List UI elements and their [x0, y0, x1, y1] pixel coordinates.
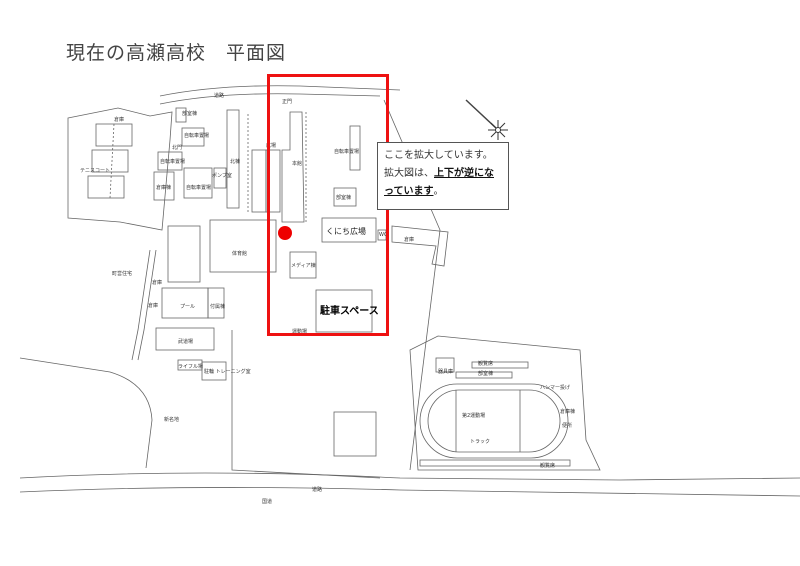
label-old-hall: 倉庫棟	[156, 185, 172, 191]
label-gym: 体育館	[232, 251, 248, 257]
label-equipment-storage: 器具庫	[438, 369, 454, 375]
callout-line-3: っています。	[384, 183, 502, 201]
label-tennis-court: テニスコート	[80, 168, 111, 174]
label-storage-bottom: 観覧席	[540, 463, 556, 469]
page-title: 現在の高瀬高校 平面図	[66, 42, 287, 64]
label-bike-shed-2: 自転車置場	[160, 159, 186, 165]
label-new-area: 新名地	[164, 417, 180, 423]
label-rifle-range: ライフル場	[178, 364, 204, 370]
callout-emphasis-2: っています	[384, 186, 434, 197]
label-parking-space: 駐車スペース	[320, 306, 379, 317]
label-hiroba: 広場	[266, 143, 277, 149]
label-gate-north: 北門	[172, 145, 183, 151]
label-wc: WC	[379, 232, 388, 238]
label-hammer-throw: ハンマー投げ	[540, 385, 571, 391]
label-shed-east: 倉庫	[404, 237, 415, 243]
label-track: トラック	[470, 439, 491, 445]
label-pool: プール	[180, 304, 196, 310]
label-bike-shed-3: 自転車置場	[186, 185, 212, 191]
label-pump-room: ポンプ室	[212, 173, 232, 179]
label-road-top: 道路	[214, 93, 225, 99]
label-storage-top: 倉庫	[114, 117, 125, 123]
label-pool-annex: 付属棟	[210, 304, 226, 310]
location-marker	[278, 226, 292, 240]
label-storage-shed: 倉庫棟	[560, 409, 576, 415]
label-playground: 運動場	[292, 329, 308, 335]
label-town-housing: 町営住宅	[112, 271, 133, 277]
label-media-building: メディア棟	[291, 263, 316, 269]
label-martial-arts-hall: 武道場	[178, 339, 194, 345]
label-club-room-building: 部室棟	[182, 111, 198, 117]
callout-line-1: ここを拡大しています。	[384, 150, 493, 161]
callout-box: ここを拡大しています。 拡大図は、上下が逆にな っています。	[377, 142, 509, 210]
label-road-bottom: 道路	[312, 487, 323, 493]
label-club-building-east: 部室棟	[336, 195, 352, 201]
label-north-building: 北棟	[230, 159, 241, 165]
callout-line-3-suffix: 。	[433, 186, 444, 197]
callout-line-2: 拡大図は、上下が逆にな	[384, 165, 502, 183]
label-gate-main: 正門	[282, 99, 293, 105]
label-club-shed: 部室棟	[478, 371, 494, 377]
label-toilet-east: 便所	[562, 423, 573, 429]
zoom-area-highlight	[267, 74, 389, 336]
label-training-room: 駐輪 トレーニング室	[204, 369, 251, 375]
label-national-road: 国道	[262, 499, 273, 505]
label-bike-shed-1: 自転車置場	[184, 133, 210, 139]
label-storage-left-1: 倉庫	[152, 280, 163, 286]
label-bike-shed-4: 自転車置場	[334, 149, 360, 155]
label-bleachers: 観覧席	[478, 361, 494, 367]
label-kunichi-plaza: くにち広場	[326, 227, 366, 236]
label-storage-left-2: 倉庫	[148, 303, 159, 309]
callout-emphasis-1: 上下が逆にな	[434, 168, 494, 179]
label-main-building: 本館	[292, 161, 303, 167]
callout-line-2-prefix: 拡大図は、	[384, 168, 434, 179]
north-arrow-icon	[465, 99, 508, 140]
label-second-ground: 第2運動場	[462, 413, 486, 419]
